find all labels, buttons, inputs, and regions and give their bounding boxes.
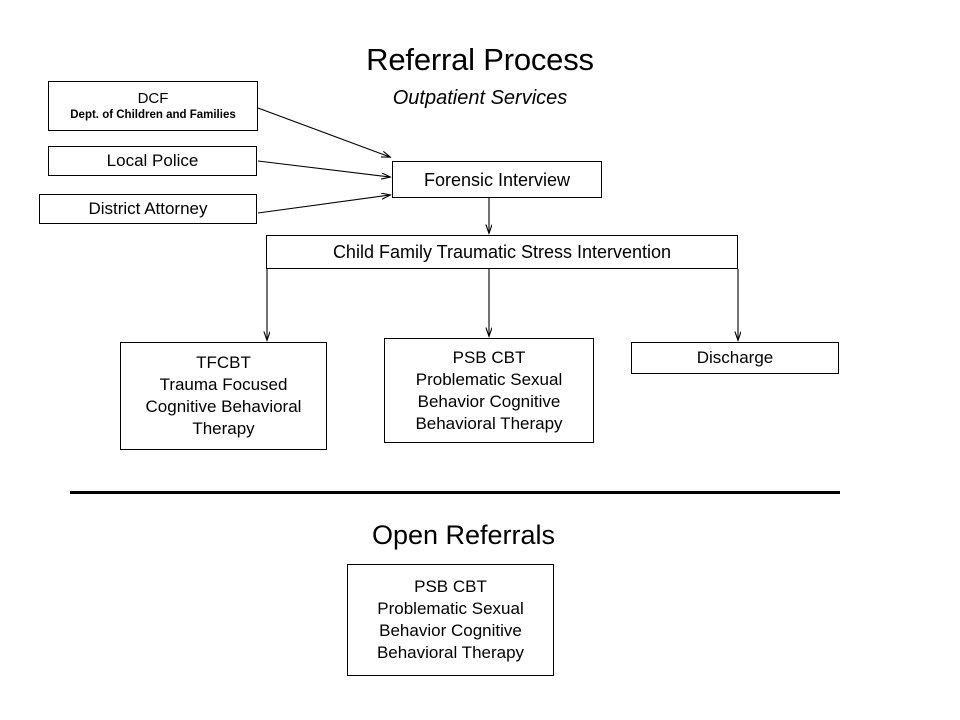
edge-dcf-to-forensic-interview [257,107,390,157]
node-forensic-interview[interactable]: Forensic Interview [392,161,602,198]
node-psb-cbt-line2: Problematic Sexual [415,369,563,389]
node-psb-cbt-line4: Behavioral Therapy [415,413,563,433]
node-tfcbt-line3: Cognitive Behavioral [145,397,302,416]
node-psb-cbt-line1: PSB CBT [452,347,526,367]
section-divider [70,491,840,494]
node-tfcbt[interactable]: TFCBT Trauma Focused Cognitive Behaviora… [120,342,327,450]
node-tfcbt-line1: TFCBT [196,353,251,372]
edge-local-police-to-forensic-interview [257,160,390,177]
node-open-psb-cbt-line1: PSB CBT [414,577,487,596]
node-district-attorney-label: District Attorney [88,199,208,218]
section-title-open-referrals: Open Referrals [371,520,556,550]
node-psb-cbt[interactable]: PSB CBT Problematic Sexual Behavior Cogn… [384,338,594,443]
node-district-attorney[interactable]: District Attorney [39,194,257,224]
node-local-police[interactable]: Local Police [48,146,257,176]
node-psb-cbt-line3: Behavior Cognitive [417,391,561,411]
node-tfcbt-line4: Therapy [192,419,255,438]
node-cftsi[interactable]: Child Family Traumatic Stress Interventi… [266,235,738,269]
node-dcf[interactable]: DCF Dept. of Children and Families [48,81,258,131]
node-open-psb-cbt-line2: Problematic Sexual [377,599,524,618]
page-subtitle: Outpatient Services [392,87,568,109]
node-open-psb-cbt[interactable]: PSB CBT Problematic Sexual Behavior Cogn… [347,564,554,676]
node-open-psb-cbt-line3: Behavior Cognitive [379,621,522,640]
node-dcf-subtitle: Dept. of Children and Families [70,109,236,121]
node-discharge[interactable]: Discharge [631,342,839,374]
node-forensic-interview-label: Forensic Interview [423,169,571,190]
page-title: Referral Process [366,42,594,77]
node-cftsi-label: Child Family Traumatic Stress Interventi… [332,242,672,262]
edge-district-attorney-to-forensic-interview [257,195,390,214]
node-tfcbt-line2: Trauma Focused [159,375,288,394]
node-discharge-label: Discharge [696,348,774,367]
node-local-police-label: Local Police [106,151,199,170]
node-open-psb-cbt-line4: Behavioral Therapy [376,643,525,662]
node-dcf-title: DCF [137,90,169,107]
